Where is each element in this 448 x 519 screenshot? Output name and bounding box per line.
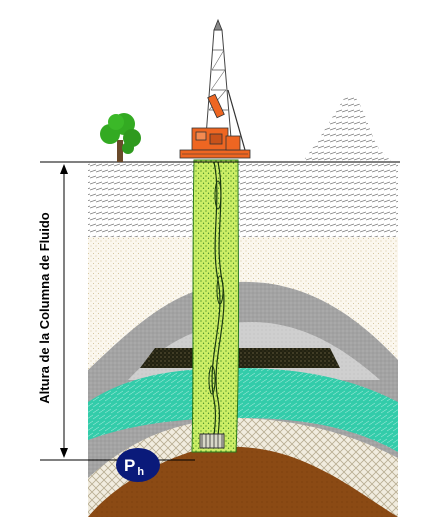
fluid-height-dimension: Altura de la Columna de Fluido: [37, 164, 68, 458]
hatched-surface-layer: [88, 162, 398, 237]
fluid-height-label: Altura de la Columna de Fluido: [37, 212, 52, 403]
hydrostatic-pressure-marker: Ph: [116, 448, 160, 482]
drilling-rig-icon: [180, 20, 250, 158]
mountain-icon: [300, 95, 396, 165]
drill-bit-icon: [200, 434, 224, 448]
pressure-symbol-subscript: h: [137, 466, 144, 478]
pressure-symbol-main: P: [124, 456, 135, 475]
wellbore: [192, 160, 239, 452]
dark-reservoir-layer: [140, 348, 340, 368]
tree-icon: [100, 113, 141, 162]
